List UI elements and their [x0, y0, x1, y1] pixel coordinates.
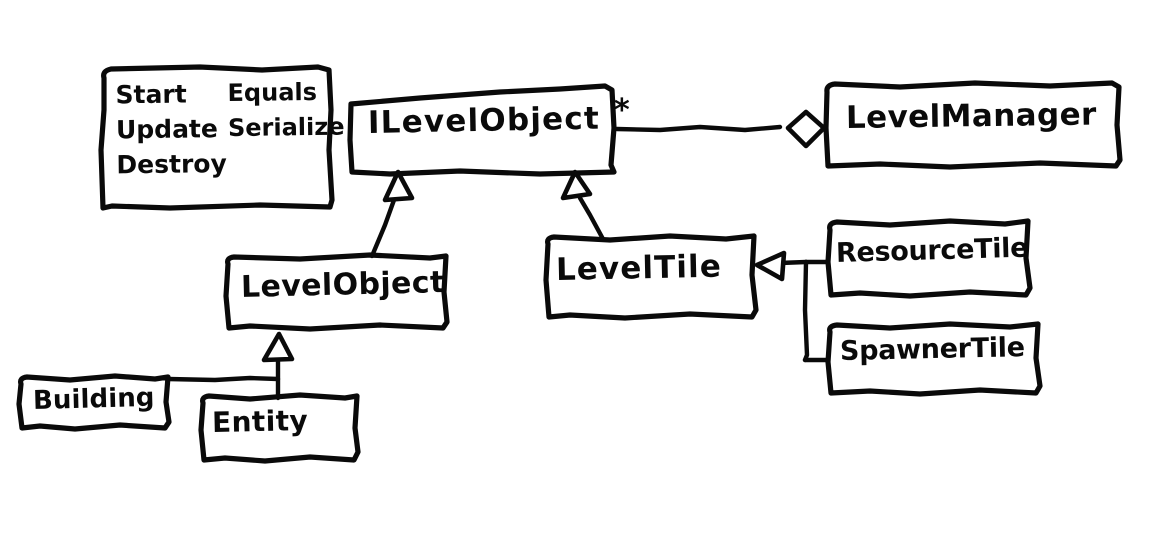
ilevelobject-box-outline — [347, 83, 617, 177]
realization-line-leveltile-ilevelobject — [577, 195, 606, 242]
levelobject-box-outline — [223, 252, 450, 332]
inheritance-trunk-tiles — [802, 259, 810, 363]
methods-box-outline — [98, 64, 335, 211]
aggregation-line-levelmanager-ilevelobject — [614, 124, 783, 133]
resourcetile-box-outline — [825, 218, 1033, 299]
inheritance-triangle-icon-tiles — [754, 250, 787, 282]
inheritance-triangle-icon-levelobject — [382, 169, 415, 203]
entity-box-outline — [198, 392, 361, 464]
leveltile-box-outline — [543, 233, 759, 321]
spawnertile-box-outline — [825, 321, 1043, 397]
inheritance-line-building-trunk — [165, 375, 281, 383]
aggregation-diamond-icon — [785, 109, 827, 149]
inheritance-triangle-icon-leveltile — [560, 169, 593, 201]
levelmanager-box-outline — [823, 80, 1123, 170]
inheritance-triangle-icon-levelobject-children — [261, 331, 295, 363]
realization-line-levelobject-ilevelobject — [369, 197, 397, 259]
building-box-outline — [16, 373, 172, 432]
